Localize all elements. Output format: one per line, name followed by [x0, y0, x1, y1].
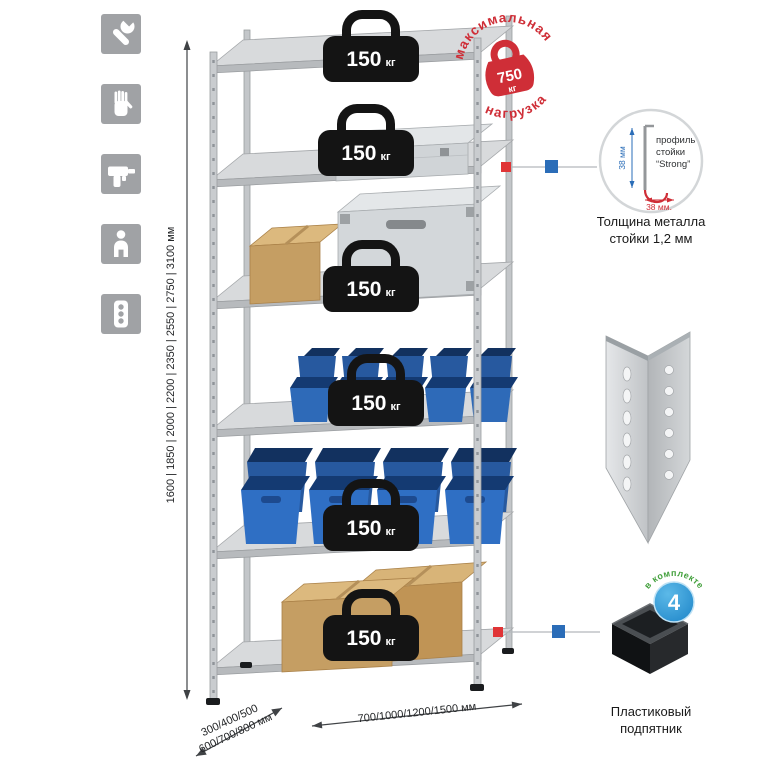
foot-caption: Пластиковый подпятник	[610, 704, 692, 736]
marker-blue-top	[545, 160, 558, 173]
profile-dim-vertical: 38 мм	[617, 146, 627, 170]
weight-unit: кг	[390, 401, 401, 413]
weight-handle-icon	[347, 354, 405, 393]
weight-handle-icon	[337, 104, 395, 143]
width-dimension-line	[311, 703, 523, 727]
profile-label-3: “Strong”	[656, 159, 690, 170]
wrench-icon	[101, 14, 141, 54]
stamp-value: 750	[496, 65, 524, 87]
stamp-text-top: максимальная	[443, 0, 557, 64]
weight-handle-icon	[342, 10, 400, 49]
weight-handle-icon	[342, 240, 400, 279]
weight-unit: кг	[385, 57, 396, 69]
person-icon	[101, 224, 141, 264]
profile-label-1: профиль	[656, 135, 695, 146]
stamp-unit: кг	[507, 83, 517, 95]
power-strip-icon	[101, 294, 141, 334]
weight-unit: кг	[385, 287, 396, 299]
plastic-foot-image	[592, 578, 708, 678]
gloves-icon	[101, 84, 141, 124]
weight-handle-icon	[342, 589, 400, 628]
profile-hook	[643, 189, 669, 204]
weight-value: 150	[346, 516, 382, 540]
weight-unit: кг	[380, 151, 391, 163]
drill-icon	[101, 154, 141, 194]
weight-value: 150	[346, 626, 382, 650]
rack-post-back-left	[243, 29, 251, 667]
profile-caption: Толщина металла стойки 1,2 мм	[596, 214, 706, 246]
kit-badge: в комплекте 4	[634, 560, 714, 640]
marker-red-top	[501, 162, 511, 172]
angle-post-image	[588, 318, 708, 553]
depth-dimension-line	[195, 707, 283, 757]
stamp-kettlebell-body-icon	[485, 54, 535, 97]
profile-dim-horizontal: 38 мм.	[646, 202, 672, 212]
weight-value: 150	[341, 141, 377, 165]
profile-label-2: стойки	[656, 147, 685, 158]
weight-value: 150	[346, 47, 382, 71]
max-load-stamp: максимальная нагрузка 750 кг	[430, 0, 587, 146]
stamp-text-bottom: нагрузка	[481, 89, 553, 127]
marker-blue-bottom	[552, 625, 565, 638]
feature-icons	[101, 14, 141, 334]
weight-value: 150	[351, 391, 387, 415]
svg-text:максимальная: максимальная	[443, 0, 557, 64]
weight-value: 150	[346, 277, 382, 301]
marker-red-bottom	[493, 627, 503, 637]
kit-badge-count: 4	[668, 590, 681, 615]
weight-handle-icon	[342, 479, 400, 518]
profile-callout: 38 мм 38 мм. профиль стойки “Strong”	[596, 106, 706, 216]
callout-circle	[598, 108, 704, 214]
svg-text:нагрузка: нагрузка	[481, 89, 553, 127]
weight-unit: кг	[385, 526, 396, 538]
cardboard-box-small	[248, 223, 344, 305]
height-dimension-label: 1600 | 1850 | 2000 | 2200 | 2350 | 2550 …	[165, 226, 177, 504]
rack-post-front-left	[209, 51, 218, 703]
weight-unit: кг	[385, 636, 396, 648]
rack-feet	[206, 648, 514, 705]
